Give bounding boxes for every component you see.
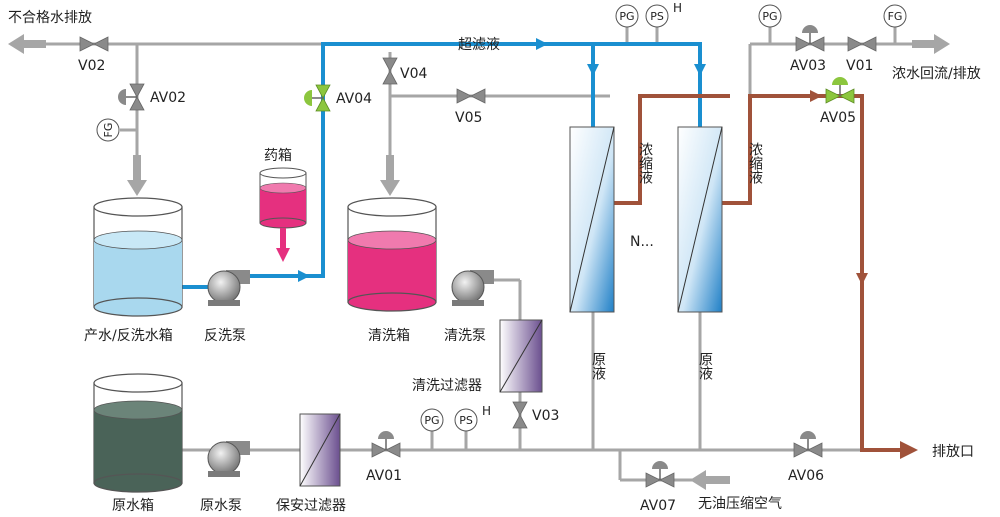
valve-v03-icon[interactable] (512, 401, 528, 429)
v04-label: V04 (400, 66, 427, 82)
ps-bottom-label: PS (459, 414, 473, 427)
pg-bottom-gauge (420, 408, 444, 432)
raw-water-pump (207, 441, 250, 477)
concentrate-out-arrow (912, 34, 950, 54)
high-mark-top: H (673, 1, 682, 15)
valve-v02-icon[interactable] (79, 36, 109, 52)
v01-label: V01 (846, 58, 873, 74)
backwash-pump-label: 反洗泵 (204, 328, 246, 344)
feed-1-label: 原液 (590, 352, 606, 380)
module-more-label: N... (630, 234, 654, 250)
drain-outlet-label: 排放口 (932, 444, 974, 460)
gray-flow-arrows (8, 34, 950, 490)
raw-pump-label: 原水泵 (200, 498, 242, 514)
medicine-box (259, 167, 307, 262)
pg-top-label: PG (619, 10, 634, 23)
concentrate-return-label: 浓水回流/排放 (892, 66, 981, 82)
blue-arrows (298, 38, 706, 282)
cleaning-filter (499, 319, 543, 393)
oil-free-air-label: 无油压缩空气 (698, 496, 782, 512)
fg-right-label: FG (888, 10, 903, 23)
cleaning-tank-label: 清洗箱 (368, 328, 410, 344)
valve-v01-icon[interactable] (847, 36, 877, 52)
medicine-box-label: 药箱 (264, 148, 292, 164)
cleaning-tank (347, 197, 437, 312)
product-tank (93, 197, 183, 317)
ultrafiltrate-label: 超滤液 (458, 37, 500, 53)
av04-label: AV04 (336, 91, 372, 107)
fg-left-gauge (96, 118, 120, 142)
cleaning-pump (451, 270, 494, 306)
valve-av06-icon[interactable] (793, 431, 823, 458)
av06-label: AV06 (788, 468, 824, 484)
ps-top-label: PS (650, 10, 664, 23)
av05-label: AV05 (820, 110, 856, 126)
valve-av05-icon[interactable] (825, 77, 855, 104)
reject-discharge-label: 不合格水排放 (8, 10, 92, 26)
cleaning-pump-label: 清洗泵 (444, 328, 486, 344)
av02-label: AV02 (150, 90, 186, 106)
raw-tank-label: 原水箱 (112, 498, 154, 514)
v02-label: V02 (78, 58, 105, 74)
valve-av02-icon[interactable] (118, 83, 145, 111)
av03-label: AV03 (790, 58, 826, 74)
brown-pipes (614, 94, 900, 452)
air-in-arrow (690, 470, 730, 490)
concentrate-2-label: 浓缩液 (747, 142, 763, 184)
fg-right-gauge (883, 4, 907, 28)
pg-right-gauge (758, 4, 782, 28)
pg-right-label: PG (762, 10, 777, 23)
valve-v04-icon[interactable] (382, 57, 398, 85)
product-tank-label: 产水/反洗水箱 (84, 328, 173, 344)
cleaning-tank-in-arrow (380, 155, 400, 196)
valve-av01-icon[interactable] (371, 431, 401, 458)
pg-top-gauge (615, 4, 639, 28)
ps-top-gauge (645, 4, 669, 28)
blue-pipes (182, 42, 702, 289)
valve-av04-icon[interactable] (304, 84, 331, 112)
backwash-pump (207, 270, 250, 306)
v05-label: V05 (455, 110, 482, 126)
reject-arrow (8, 34, 46, 54)
cleaning-filter-label: 清洗过滤器 (412, 378, 482, 394)
security-filter (299, 413, 341, 487)
uf-membrane-module-2 (677, 126, 723, 313)
valve-v05-icon[interactable] (456, 88, 486, 104)
v03-label: V03 (532, 408, 559, 424)
concentrate-1-label: 浓缩液 (637, 142, 653, 184)
fg-left-label: FG (102, 123, 115, 138)
brown-arrows (810, 90, 918, 459)
valve-av07-icon[interactable] (645, 461, 675, 488)
product-tank-in-arrow (127, 155, 147, 196)
raw-water-tank (93, 373, 183, 493)
uf-membrane-module-1 (569, 126, 615, 313)
pg-bottom-label: PG (424, 414, 439, 427)
security-filter-label: 保安过滤器 (276, 498, 346, 514)
gauge-circles (96, 4, 907, 432)
av01-label: AV01 (366, 468, 402, 484)
valve-av03-icon[interactable] (795, 25, 825, 52)
av07-label: AV07 (640, 498, 676, 514)
high-mark-bottom: H (482, 404, 491, 418)
feed-2-label: 原液 (697, 352, 713, 380)
ps-bottom-gauge (454, 408, 478, 432)
